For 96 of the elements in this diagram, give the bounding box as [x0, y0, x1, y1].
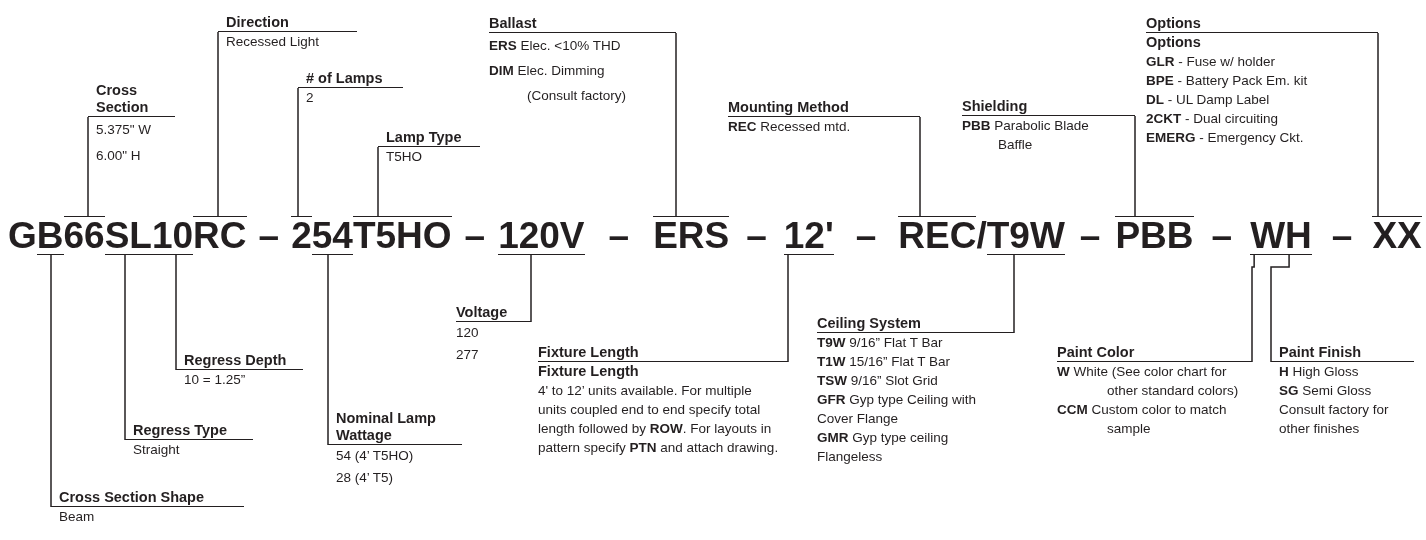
- leader-line: [1134, 115, 1136, 217]
- code-separator: –: [464, 216, 486, 255]
- code-segment: SL: [104, 216, 152, 255]
- callout-text: EMERG - Emergency Ckt.: [1146, 129, 1305, 147]
- code-segment: 2: [291, 216, 312, 255]
- callout-text: GMR Gyp type ceiling Flangeless: [817, 429, 950, 466]
- code-segment: PBB: [1115, 216, 1194, 255]
- callout-text: TSW 9/16” Slot Grid: [817, 372, 939, 390]
- callout-text: 54 (4’ T5HO): [335, 447, 415, 465]
- callout-text: BPE - Battery Pack Em. kit: [1146, 72, 1309, 90]
- code-segment: T5HO: [352, 216, 452, 255]
- leader-line: [377, 146, 379, 217]
- code-segment: 66: [63, 216, 105, 255]
- callout-text: W White (See color chart for other standard colors): [1057, 363, 1240, 400]
- callout-text: 277: [456, 346, 480, 364]
- leader-line: [1377, 32, 1379, 217]
- callout-heading: Mounting Method: [728, 99, 920, 117]
- callout-heading: Regress Type: [125, 422, 253, 440]
- callout-text: Consult factory for other finishes: [1278, 401, 1390, 438]
- callout-heading: Regress Depth: [176, 352, 303, 370]
- callout-heading: Lamp Type: [378, 129, 480, 147]
- callout-heading: Ballast: [489, 15, 676, 33]
- code-separator: –: [1211, 216, 1233, 255]
- code-segment: H: [1285, 216, 1312, 255]
- callout-text: 2: [305, 89, 315, 107]
- callout-text: Beam: [58, 508, 96, 526]
- callout-text: PBB Parabolic Blade Baffle: [962, 117, 1090, 154]
- callout-text: 6.00" H: [95, 147, 142, 165]
- code-separator: –: [1079, 216, 1101, 255]
- code-segment: RC: [193, 216, 247, 255]
- code-segment: REC: [898, 216, 977, 255]
- callout-text: 120: [456, 324, 480, 342]
- code-separator: –: [746, 216, 767, 255]
- callout-heading: # of Lamps: [298, 70, 403, 88]
- callout-text: 28 (4’ T5): [335, 469, 395, 487]
- callout-text: ERS Elec. <10% THD: [489, 37, 622, 55]
- leader-line: [1251, 254, 1255, 363]
- callout-text: REC Recessed mtd.: [728, 118, 852, 136]
- leader-line: [175, 254, 177, 371]
- code-segment: 10: [151, 216, 194, 255]
- code-segment: W: [1250, 216, 1286, 255]
- callout-heading: Cross Section Shape: [51, 489, 244, 507]
- callout-heading: Paint Color: [1057, 344, 1252, 362]
- leader-line: [297, 87, 299, 217]
- callout-text: 10 = 1.25”: [183, 371, 247, 389]
- code-separator: –: [1331, 216, 1353, 255]
- code-character: /: [976, 216, 987, 255]
- leader-line: [919, 116, 921, 217]
- callout-text: SG Semi Gloss: [1278, 382, 1373, 400]
- code-character: G: [8, 216, 37, 255]
- callout-text: Recessed Light: [225, 33, 321, 51]
- leader-line: [87, 116, 89, 217]
- callout-heading: Shielding: [962, 98, 1135, 116]
- callout-text: GFR Gyp type Ceiling with Cover Flange: [817, 391, 978, 428]
- code-separator: –: [258, 216, 280, 255]
- callout-heading: Direction: [218, 14, 357, 32]
- code-segment: T9W: [986, 216, 1065, 255]
- callout-text: 5.375" W: [95, 121, 153, 139]
- callout-text: CCM Custom color to match sample: [1057, 401, 1228, 438]
- code-separator: –: [608, 216, 630, 255]
- callout-text: DIM Elec. Dimming: [489, 62, 606, 80]
- code-separator: –: [855, 216, 877, 255]
- callout-text: DL - UL Damp Label: [1146, 91, 1271, 109]
- callout-text: GLR - Fuse w/ holder: [1146, 53, 1277, 71]
- callout-text: T9W 9/16” Flat T Bar: [817, 334, 944, 352]
- callout-heading: Ceiling System: [817, 315, 1014, 333]
- leader-line: [1270, 254, 1290, 363]
- callout-heading: Nominal Lamp Wattage: [328, 410, 462, 445]
- leader-line: [1013, 254, 1015, 334]
- leader-line: [327, 254, 329, 446]
- callout-text: T1W 15/16” Flat T Bar: [817, 353, 952, 371]
- code-segment: 54: [311, 216, 353, 255]
- callout-heading: Voltage: [456, 304, 531, 322]
- leader-line: [217, 31, 219, 217]
- leader-line: [787, 254, 789, 363]
- leader-line: [50, 254, 52, 508]
- code-segment: 120V: [498, 216, 585, 255]
- code-segment: XX: [1372, 216, 1422, 255]
- callout-text: Straight: [132, 441, 181, 459]
- callout-text: H High Gloss: [1278, 363, 1360, 381]
- code-segment: ERS: [653, 216, 730, 255]
- callout-heading: Paint Finish: [1271, 344, 1414, 362]
- callout-heading: Options: [1146, 15, 1378, 33]
- callout-text: 4' to 12’ units available. For multiple units coupled end to end specify total length followed by ROW. For layouts in pattern specify PTN and attach drawing.: [538, 382, 780, 457]
- code-segment: B: [36, 216, 64, 255]
- callout-text: Fixture Length: [538, 362, 640, 381]
- leader-line: [124, 254, 126, 441]
- callout-heading: Fixture Length: [538, 344, 788, 362]
- callout-text: T5HO: [385, 148, 423, 166]
- code-segment: 12': [783, 216, 834, 255]
- callout-text: 2CKT - Dual circuiting: [1146, 110, 1280, 128]
- callout-text: (Consult factory): [526, 87, 628, 105]
- callout-heading: Cross Section: [88, 82, 175, 117]
- leader-line: [675, 32, 677, 217]
- callout-text: Options: [1146, 33, 1202, 52]
- leader-line: [530, 254, 532, 323]
